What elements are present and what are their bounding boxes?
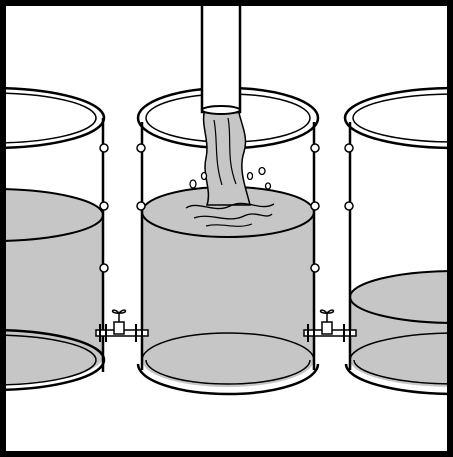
tank-right	[343, 86, 447, 396]
valve-handle-icon[interactable]	[111, 309, 127, 315]
valve-left[interactable]	[95, 309, 149, 342]
valve-right[interactable]	[303, 309, 357, 342]
pipe-icon	[200, 6, 242, 115]
tank-left	[6, 86, 109, 392]
splash-icon	[185, 166, 275, 227]
tank-center-fluid	[142, 212, 314, 387]
valve-handle-icon[interactable]	[319, 309, 335, 315]
